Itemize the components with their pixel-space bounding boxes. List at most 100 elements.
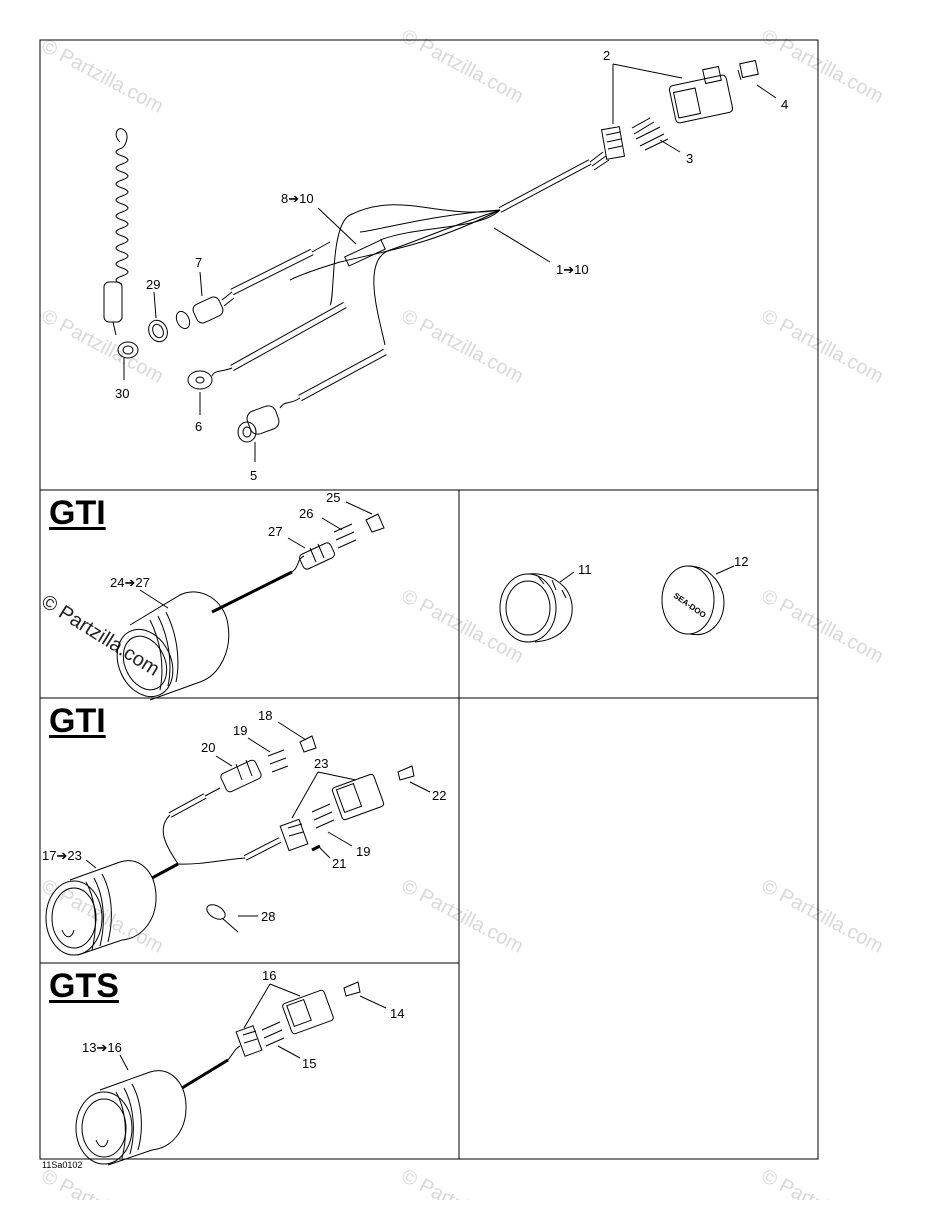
ring-and-cap: SEA-DOO xyxy=(499,565,735,643)
harness-wire xyxy=(177,857,246,865)
gauge-ribs xyxy=(85,873,112,951)
watermark: © Partzilla.com xyxy=(758,585,887,668)
gauge-wires xyxy=(227,1045,241,1061)
harness-wires xyxy=(589,151,610,171)
terminal-pin xyxy=(313,811,333,821)
gauge-cap: SEA-DOO xyxy=(661,565,725,636)
leader-line xyxy=(612,63,683,124)
watermark: © Partzilla.com xyxy=(758,875,887,958)
watermark: © Partzilla.com xyxy=(758,305,887,388)
gauge-ribs xyxy=(149,611,179,691)
gauge-connector xyxy=(220,759,262,793)
gauge-face xyxy=(81,1098,127,1158)
watermark: © Partzilla.com xyxy=(38,35,167,118)
ring-terminal-sensor xyxy=(187,370,213,390)
gauge-needle xyxy=(61,929,75,938)
leader-line xyxy=(359,995,387,1009)
watermark: © Partzilla.com xyxy=(38,1165,167,1200)
sensor-sheath xyxy=(230,302,347,371)
harness-sheath xyxy=(244,838,281,860)
ring-cap-callouts: 11 12 xyxy=(578,554,748,577)
terminal-pin xyxy=(267,749,285,757)
callout-24-27: 24➔27 xyxy=(110,575,150,590)
sensor-wire xyxy=(279,397,301,409)
gauge-body xyxy=(99,1070,187,1166)
gauge-face xyxy=(51,887,97,949)
callout-25: 25 xyxy=(326,490,340,505)
gauge-bezel xyxy=(75,1091,133,1165)
watermark: © Partzilla.com xyxy=(758,25,887,108)
gti-1-callouts: 25 26 27 24➔27 xyxy=(110,490,340,590)
harness-connector-plug xyxy=(600,126,626,160)
watermark: © Partzilla.com xyxy=(398,1165,527,1200)
cap-logo: SEA-DOO xyxy=(672,591,708,620)
section-title-gts: GTS xyxy=(49,967,119,1005)
gauge-wires xyxy=(291,555,305,573)
sensor-wire xyxy=(211,367,233,377)
callout-7: 7 xyxy=(195,255,202,270)
gts-gauge-assembly xyxy=(75,981,387,1166)
callout-2: 2 xyxy=(603,48,610,63)
leader-line xyxy=(409,781,431,793)
callout-21: 21 xyxy=(332,856,346,871)
top-callouts: 2 3 4 8➔10 1➔10 7 29 30 6 5 xyxy=(115,48,788,483)
harness-wire xyxy=(204,787,221,797)
harness-sleeve xyxy=(344,239,386,267)
watermark: © Partzilla.com xyxy=(38,305,167,388)
harness-branch xyxy=(289,209,501,281)
gti-2-callouts: 18 19 20 23 22 19 21 17➔23 28 xyxy=(42,708,446,924)
callout-18: 18 xyxy=(258,708,272,723)
safety-lanyard xyxy=(103,128,139,359)
harness-wire xyxy=(162,814,179,865)
gauge-cable xyxy=(211,570,293,614)
leader-line xyxy=(215,755,233,767)
gauge-body xyxy=(69,860,157,956)
main-harness-assembly xyxy=(103,59,777,462)
leader-line xyxy=(715,565,735,575)
diagram-code: 11Sa0102 xyxy=(42,1160,83,1170)
terminal-pin xyxy=(315,819,335,829)
cable-tie xyxy=(206,904,239,933)
callout-11: 11 xyxy=(578,562,592,577)
harness-connector-plug xyxy=(279,818,309,852)
callout-27: 27 xyxy=(268,524,282,539)
callout-1-10: 1➔10 xyxy=(556,262,589,277)
gti-gauge-assembly-2 xyxy=(45,721,431,956)
watermark-layer: © Partzilla.com © Partzilla.com © Partzi… xyxy=(37,25,887,1205)
callout-13-16: 13➔16 xyxy=(82,1040,122,1055)
terminal-pins xyxy=(631,117,669,151)
leader-line xyxy=(659,139,681,153)
retaining-nut xyxy=(152,323,164,339)
callout-8-10: 8➔10 xyxy=(281,191,314,206)
harness-branch xyxy=(329,204,501,306)
leader-line xyxy=(493,227,551,263)
leader-line xyxy=(321,517,343,531)
callout-20: 20 xyxy=(201,740,215,755)
leader-line xyxy=(247,737,271,753)
watermark: © Partzilla.com xyxy=(398,305,527,388)
outer-border xyxy=(39,39,819,1160)
leader-line xyxy=(319,847,331,859)
terminal-pin xyxy=(271,765,289,773)
callout-6: 6 xyxy=(195,419,202,434)
gauge-face xyxy=(122,635,168,691)
callout-14: 14 xyxy=(390,1006,404,1021)
sensor-sheath xyxy=(298,349,387,401)
sensor-sheath xyxy=(230,249,314,295)
harness-branch xyxy=(359,209,501,233)
terminal-pin xyxy=(263,1029,283,1039)
gauge-body xyxy=(129,591,230,701)
callout-15: 15 xyxy=(302,1056,316,1071)
leader-line xyxy=(119,1054,129,1071)
connector-lock xyxy=(365,513,385,533)
temperature-sensor xyxy=(237,405,280,443)
safety-switch xyxy=(175,291,235,330)
leader-line xyxy=(327,831,353,847)
watermark: © Partzilla.com xyxy=(758,1165,887,1200)
connector-lock xyxy=(299,735,317,753)
connector-housing xyxy=(282,989,334,1035)
gti-gauge-assembly-1 xyxy=(116,501,385,701)
gts-callouts: 16 14 13➔16 15 xyxy=(82,968,404,1071)
